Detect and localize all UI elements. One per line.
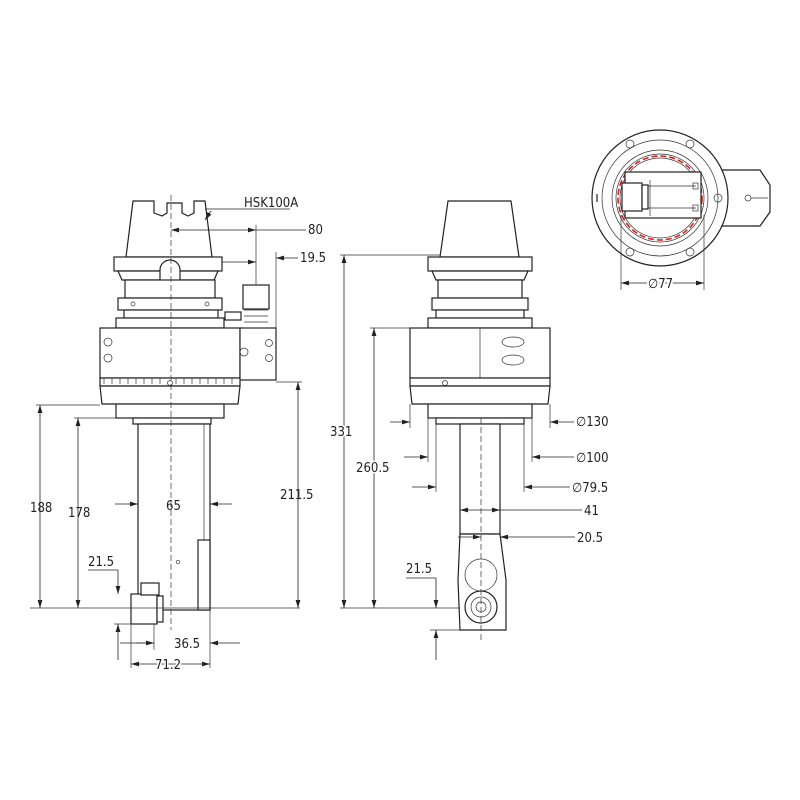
dim-65: 65 xyxy=(166,499,181,514)
dim-dia100: ∅100 xyxy=(576,451,609,466)
dim-21-5-left: 21.5 xyxy=(88,555,114,570)
dim-dia77: ∅77 xyxy=(648,277,673,292)
left-dimensions: HSK100A 80 19.5 211.5 188 178 65 21.5 xyxy=(30,196,326,675)
top-view xyxy=(591,129,771,267)
dim-211-5: 211.5 xyxy=(280,488,313,503)
dim-178: 178 xyxy=(68,506,90,521)
dim-36-5: 36.5 xyxy=(174,637,200,652)
dim-188: 188 xyxy=(30,501,52,516)
dim-dia130: ∅130 xyxy=(576,415,609,430)
label-shank-type: HSK100A xyxy=(244,196,298,211)
dim-20-5: 20.5 xyxy=(577,531,603,546)
dim-71-2: 71.2 xyxy=(155,658,181,673)
side-view-left xyxy=(99,195,277,630)
dim-80: 80 xyxy=(308,223,323,238)
dim-331: 331 xyxy=(330,425,352,440)
dim-dia79-5: ∅79.5 xyxy=(572,481,608,496)
front-dimensions: 331 260.5 ∅130 ∅100 ∅79.5 41 20.5 21.5 xyxy=(329,254,609,660)
dim-19-5: 19.5 xyxy=(300,251,326,266)
top-dimensions: ∅77 xyxy=(620,215,705,294)
dim-21-5-right: 21.5 xyxy=(406,562,432,577)
reference-circle xyxy=(617,155,703,241)
dim-41: 41 xyxy=(584,504,599,519)
front-view xyxy=(409,200,551,640)
dim-260-5: 260.5 xyxy=(356,461,389,476)
